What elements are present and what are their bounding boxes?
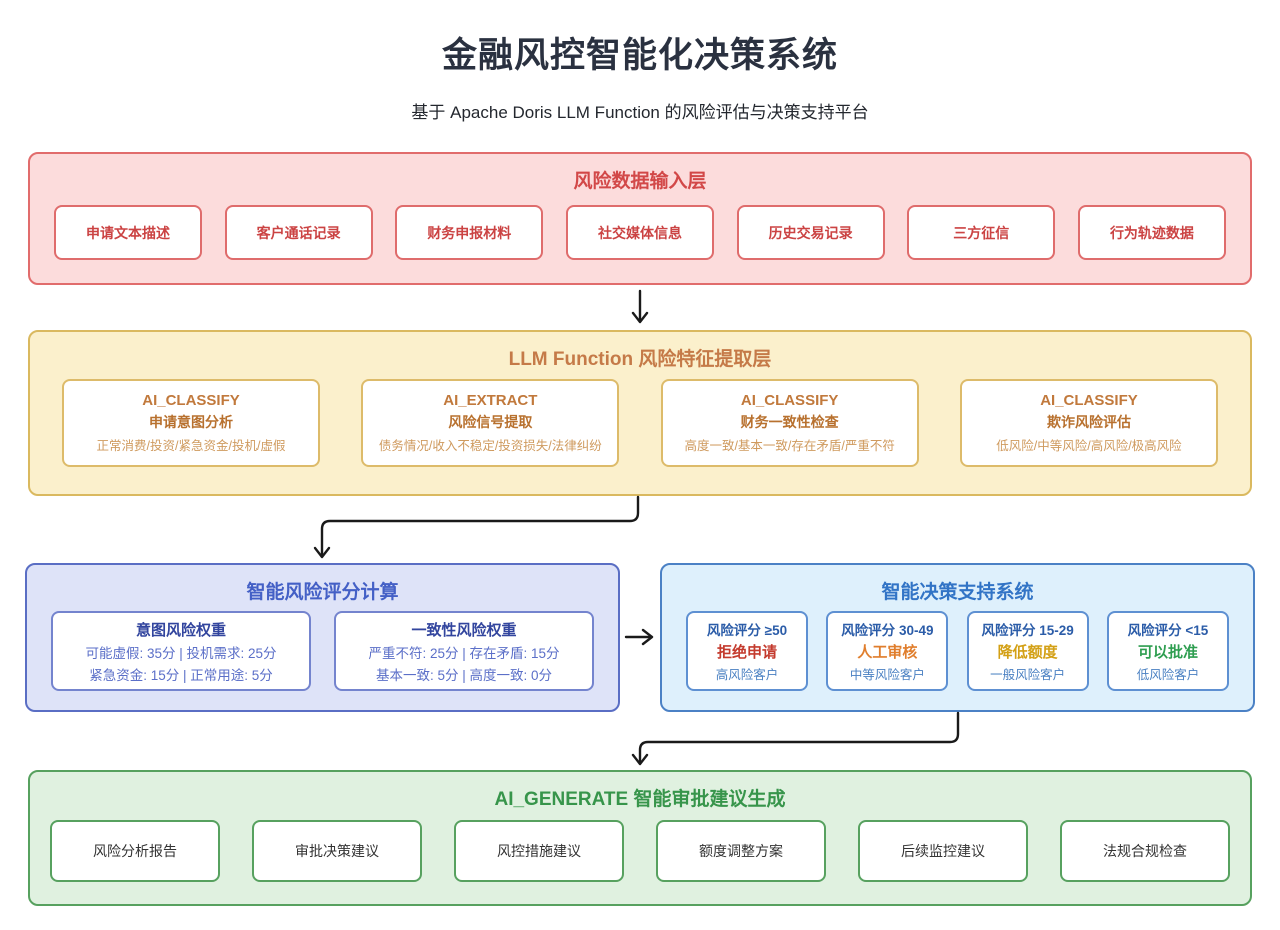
function-purpose: 申请意图分析 [149,414,233,430]
generate-layer-title: AI_GENERATE 智能审批建议生成 [494,789,786,810]
input-layer-items: 申请文本描述 客户通话记录 财务申报材料 社交媒体信息 历史交易记录 三方征信 … [54,205,1226,260]
decision-card: 风险评分 15-29 降低额度 一般风险客户 [966,611,1089,691]
generate-item: 风险分析报告 [50,820,220,882]
function-purpose: 风险信号提取 [448,414,533,430]
weight-line: 严重不符: 25分 | 存在矛盾: 15分 [368,645,560,661]
llm-layer-panel: LLM Function 风险特征提取层 AI_CLASSIFY 申请意图分析 … [28,330,1252,496]
function-outputs: 低风险/中等风险/高风险/极高风险 [996,439,1182,453]
generate-item: 额度调整方案 [656,820,826,882]
decision-title: 智能决策支持系统 [881,582,1034,603]
function-name: AI_CLASSIFY [1040,392,1138,409]
input-layer-panel: 风险数据输入层 申请文本描述 客户通话记录 财务申报材料 社交媒体信息 历史交易… [28,152,1252,285]
decision-action: 可以批准 [1137,644,1198,661]
function-name: AI_CLASSIFY [740,392,839,409]
input-item: 社交媒体信息 [565,205,714,260]
weight-line: 可能虚假: 35分 | 投机需求: 25分 [85,645,277,661]
customer-segment: 中等风险客户 [849,668,925,682]
decision-panel: 智能决策支持系统 风险评分 ≥50 拒绝申请 高风险客户 风险评分 30-49 … [660,563,1255,712]
score-range: 风险评分 15-29 [981,623,1074,638]
score-range: 风险评分 30-49 [841,623,934,638]
llm-function-card: AI_CLASSIFY 申请意图分析 正常消费/投资/紧急资金/投机/虚假 [62,379,320,467]
scoring-panel: 智能风险评分计算 意图风险权重 可能虚假: 35分 | 投机需求: 25分 紧急… [25,563,620,712]
decision-card: 风险评分 30-49 人工审核 中等风险客户 [826,611,949,691]
llm-function-card: AI_CLASSIFY 财务一致性检查 高度一致/基本一致/存在矛盾/严重不符 [660,379,919,467]
function-outputs: 高度一致/基本一致/存在矛盾/严重不符 [684,439,895,453]
function-purpose: 财务一致性检查 [740,414,839,430]
input-item: 财务申报材料 [395,205,544,260]
input-layer-title: 风险数据输入层 [573,171,707,192]
function-outputs: 债务情况/收入不稳定/投资损失/法律纠纷 [378,439,602,453]
scoring-cards: 意图风险权重 可能虚假: 35分 | 投机需求: 25分 紧急资金: 15分 |… [51,611,594,691]
function-purpose: 欺诈风险评估 [1046,414,1131,430]
score-range: 风险评分 ≥50 [706,623,788,638]
function-name: AI_EXTRACT [443,392,538,409]
arrow-scoring-to-decision [624,628,654,646]
customer-segment: 低风险客户 [1136,668,1200,682]
input-item: 行为轨迹数据 [1077,205,1226,260]
llm-function-card: AI_EXTRACT 风险信号提取 债务情况/收入不稳定/投资损失/法律纠纷 [361,379,620,467]
score-range: 风险评分 <15 [1127,623,1209,638]
decision-card: 风险评分 <15 可以批准 低风险客户 [1106,611,1229,691]
weight-heading: 意图风险权重 [135,621,226,639]
input-item: 申请文本描述 [54,205,202,260]
llm-function-cards: AI_CLASSIFY 申请意图分析 正常消费/投资/紧急资金/投机/虚假 AI… [62,379,1218,467]
arrow-decision-to-generate [631,711,960,766]
generate-item: 风控措施建议 [454,820,624,882]
scoring-title: 智能风险评分计算 [246,582,399,603]
generate-items: 风险分析报告 审批决策建议 风控措施建议 额度调整方案 后续监控建议 法规合规检… [50,820,1230,882]
generate-layer-panel: AI_GENERATE 智能审批建议生成 风险分析报告 审批决策建议 风控措施建… [28,770,1252,906]
arrow-input-to-llm [631,289,649,324]
llm-function-card: AI_CLASSIFY 欺诈风险评估 低风险/中等风险/高风险/极高风险 [959,379,1218,467]
decision-action: 拒绝申请 [716,644,777,661]
decision-card: 风险评分 ≥50 拒绝申请 高风险客户 [686,611,808,691]
scoring-card: 一致性风险权重 严重不符: 25分 | 存在矛盾: 15分 基本一致: 5分 |… [334,611,594,691]
input-item: 三方征信 [907,205,1056,260]
generate-item: 法规合规检查 [1060,820,1230,882]
scoring-card: 意图风险权重 可能虚假: 35分 | 投机需求: 25分 紧急资金: 15分 |… [51,611,311,691]
function-outputs: 正常消费/投资/紧急资金/投机/虚假 [96,439,286,453]
decision-cards: 风险评分 ≥50 拒绝申请 高风险客户 风险评分 30-49 人工审核 中等风险… [686,611,1229,691]
arrow-llm-to-scoring [313,495,640,559]
decision-action: 人工审核 [857,644,918,661]
customer-segment: 一般风险客户 [990,668,1066,682]
customer-segment: 高风险客户 [715,668,779,682]
weight-line: 紧急资金: 15分 | 正常用途: 5分 [89,667,273,683]
generate-item: 审批决策建议 [252,820,422,882]
input-item: 客户通话记录 [224,205,373,260]
weight-line: 基本一致: 5分 | 高度一致: 0分 [375,667,553,683]
weight-heading: 一致性风险权重 [411,621,517,639]
page-subtitle: 基于 Apache Doris LLM Function 的风险评估与决策支持平… [411,103,869,122]
page-title: 金融风控智能化决策系统 [441,36,838,75]
decision-action: 降低额度 [997,644,1058,661]
generate-item: 后续监控建议 [858,820,1028,882]
llm-layer-title: LLM Function 风险特征提取层 [508,349,772,370]
function-name: AI_CLASSIFY [142,392,240,409]
input-item: 历史交易记录 [736,205,885,260]
